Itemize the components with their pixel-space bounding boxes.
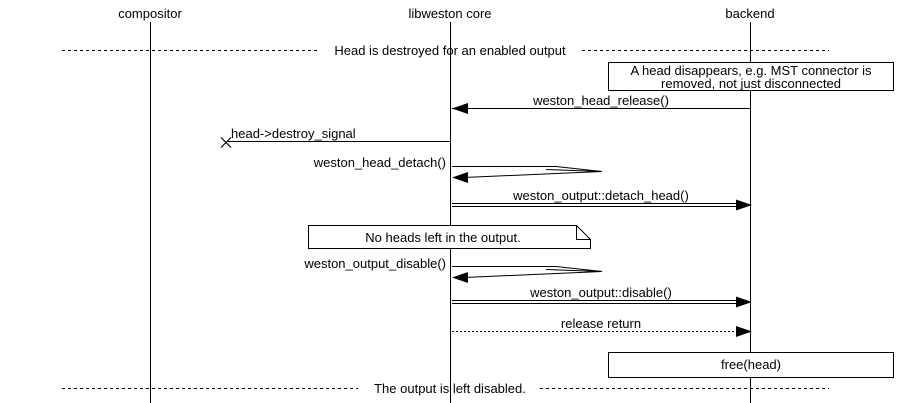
note-head-disappears-line1: A head disappears, e.g. MST connector is — [630, 62, 872, 78]
exec-box-free-head — [608, 352, 894, 378]
self-arrow-weston-output-disable-head — [452, 272, 468, 283]
self-arrow-weston-head-detach — [452, 166, 603, 178]
note-box-fold-corner — [576, 225, 591, 240]
label-detach-head: weston_output::detach_head() — [513, 188, 689, 203]
label-weston-output-disable: weston_output_disable() — [304, 256, 446, 271]
note-box-no-heads-left — [308, 225, 591, 249]
label-weston-head-detach: weston_head_detach() — [313, 155, 446, 170]
note-box-head-disappears — [608, 62, 894, 91]
self-arrow-weston-output-disable — [452, 266, 603, 278]
divider-top-label: Head is destroyed for an enabled output — [334, 43, 566, 58]
arrow-detach-head-lines — [452, 203, 737, 207]
note-head-disappears-line2: removed, not just disconnected — [661, 76, 841, 91]
label-weston-head-release: weston_head_release() — [533, 93, 669, 108]
arrow-weston-head-release-head — [452, 103, 468, 114]
label-release-return: release return — [560, 316, 642, 331]
label-output-disable: weston_output::disable() — [530, 285, 672, 300]
divider-bottom-label: The output is left disabled. — [374, 381, 526, 396]
participant-compositor: compositor — [118, 6, 182, 21]
arrow-release-return-head — [736, 326, 752, 337]
arrow-output-disable-head — [736, 296, 752, 308]
lost-message-x-icon — [220, 137, 232, 148]
note-head-disappears-text: A head disappears, e.g. MST connector is… — [609, 62, 893, 91]
participant-libweston-core: libweston core — [408, 6, 492, 21]
note-no-heads-left-text: No heads left in the output. — [365, 230, 521, 245]
self-arrow-weston-head-detach-head — [452, 172, 468, 183]
arrow-detach-head-head — [736, 199, 752, 211]
participant-backend: backend — [725, 6, 775, 21]
exec-box-free-head-label: free(head) — [721, 357, 781, 372]
arrow-output-disable-lines — [452, 300, 737, 304]
label-destroy-signal: head->destroy_signal — [231, 126, 356, 141]
